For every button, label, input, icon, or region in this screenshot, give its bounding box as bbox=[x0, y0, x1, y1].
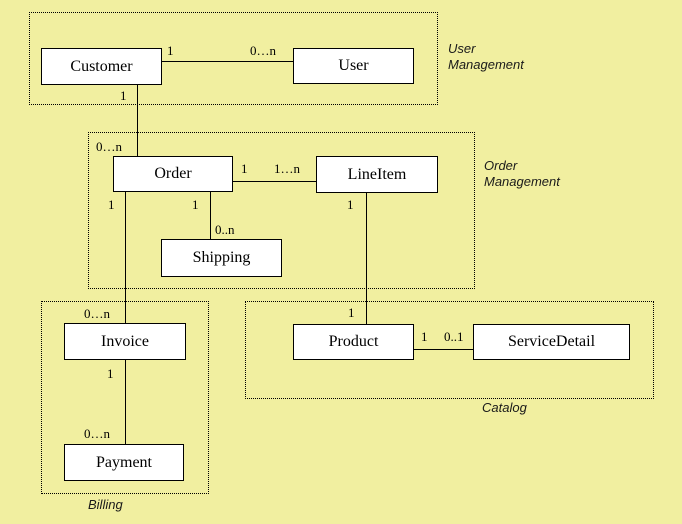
connection-order-invoice-line bbox=[125, 192, 126, 323]
multiplicity-order-lineitem-from: 1 bbox=[241, 161, 248, 176]
entity-user: User bbox=[293, 48, 414, 84]
entity-lineitem: LineItem bbox=[316, 156, 438, 193]
multiplicity-customer-order-from: 1 bbox=[120, 88, 127, 103]
connection-invoice-payment-line bbox=[125, 360, 126, 444]
connection-customer-user-line bbox=[162, 61, 293, 62]
multiplicity-invoice-payment-from: 1 bbox=[107, 366, 114, 381]
connection-order-shipping-line bbox=[210, 192, 211, 239]
multiplicity-order-invoice-from: 1 bbox=[108, 197, 115, 212]
multiplicity-order-shipping-from: 1 bbox=[192, 197, 199, 212]
multiplicity-order-lineitem-to: 1…n bbox=[274, 161, 300, 176]
multiplicity-product-servicedetail-to: 0..1 bbox=[444, 329, 464, 344]
entity-shipping: Shipping bbox=[161, 239, 282, 277]
multiplicity-lineitem-product-from: 1 bbox=[347, 197, 354, 212]
entity-order: Order bbox=[113, 156, 233, 192]
entity-product: Product bbox=[293, 324, 414, 360]
region-order-management bbox=[88, 132, 475, 289]
region-catalog bbox=[245, 301, 654, 399]
multiplicity-order-invoice-to: 0…n bbox=[84, 306, 110, 321]
region-label-order-management: Order Management bbox=[484, 158, 560, 189]
multiplicity-product-servicedetail-from: 1 bbox=[421, 329, 428, 344]
connection-customer-order-line bbox=[137, 85, 138, 156]
region-label-user-management: User Management bbox=[448, 41, 524, 72]
connection-product-servicedetail-line bbox=[414, 349, 473, 350]
entity-servicedetail: ServiceDetail bbox=[473, 324, 630, 360]
multiplicity-customer-user-to: 0…n bbox=[250, 43, 276, 58]
multiplicity-customer-user-from: 1 bbox=[167, 43, 174, 58]
multiplicity-invoice-payment-to: 0…n bbox=[84, 426, 110, 441]
entity-payment: Payment bbox=[64, 444, 184, 481]
multiplicity-customer-order-to: 0…n bbox=[96, 139, 122, 154]
multiplicity-order-shipping-to: 0..n bbox=[215, 222, 235, 237]
entity-invoice: Invoice bbox=[64, 323, 186, 360]
region-user-management bbox=[29, 12, 438, 105]
multiplicity-lineitem-product-to: 1 bbox=[348, 305, 355, 320]
connection-order-lineitem-line bbox=[233, 181, 316, 182]
region-label-catalog: Catalog bbox=[482, 400, 527, 415]
entity-customer: Customer bbox=[41, 48, 162, 85]
connection-lineitem-product-line bbox=[366, 193, 367, 324]
region-label-billing: Billing bbox=[88, 497, 123, 512]
